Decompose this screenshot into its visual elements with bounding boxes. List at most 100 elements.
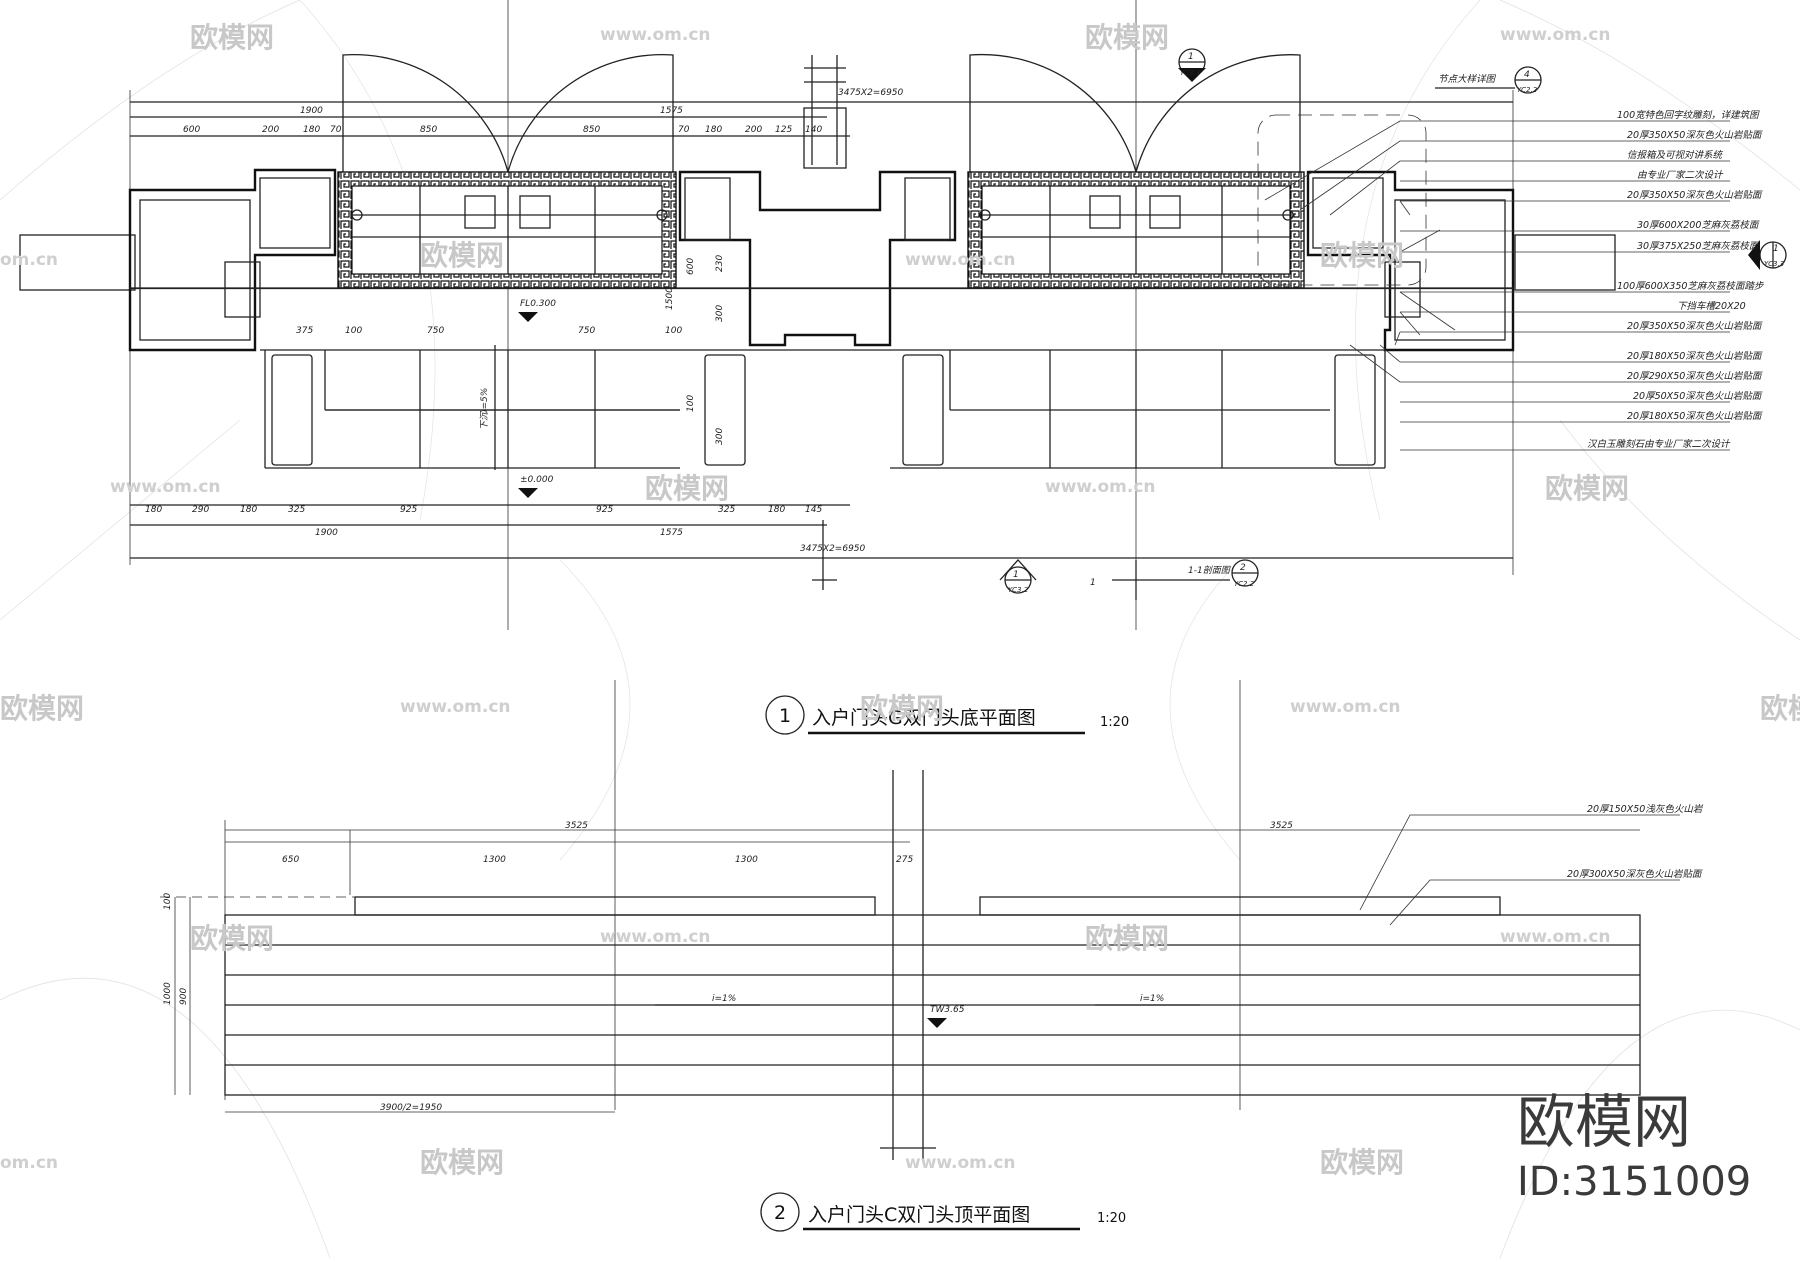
wm-brand-6: 欧模网 [1545, 472, 1629, 505]
level-lower: ±0.000 [520, 475, 554, 485]
bottom-detail-dim-4: 925 [400, 505, 417, 515]
annotation-5: 30厚600X200芝麻灰荔枝面 [1637, 219, 1760, 231]
upper-row-dim-3: 750 [578, 326, 595, 336]
top-detail-dim-2: 180 [303, 125, 320, 135]
d2-side-dim-2: 900 [179, 988, 189, 1005]
slope-label: 下沉i=5% [479, 388, 490, 430]
side-dim-4: 100 [686, 395, 696, 412]
drawing-1-scale: 1:20 [1100, 715, 1129, 730]
annotation-13: 20厚180X50深灰色火山岩贴面 [1627, 410, 1763, 422]
top-detail-dim-1: 200 [262, 125, 279, 135]
annotation-12: 20厚50X50深灰色火山岩贴面 [1633, 390, 1763, 402]
wm-brand-12: 欧模网 [420, 1146, 504, 1179]
dim-half-bottom-right: 1575 [660, 528, 683, 538]
bottom-detail-dim-3: 325 [288, 505, 305, 515]
wm-url-12: www.om.cn [905, 1153, 1016, 1173]
drawing-1-number: 1 [779, 705, 791, 727]
bottom-detail-dim-0: 180 [145, 505, 162, 515]
top-detail-dim-7: 180 [705, 125, 722, 135]
wm-url-5: www.om.cn [110, 477, 221, 497]
bottom-detail-dim-6: 325 [718, 505, 735, 515]
upper-row-dim-2: 750 [427, 326, 444, 336]
upper-row-dim-1: 100 [345, 326, 362, 336]
upper-row-dim-4: 100 [665, 326, 682, 336]
d2-side-dim-3: 1000 [163, 982, 173, 1005]
dim-half-top-left: 1900 [300, 106, 323, 116]
d2-dim-total-left: 3525 [565, 821, 588, 831]
top-detail-dim-4: 850 [420, 125, 437, 135]
ref-left-sheet: YC3.2 [1008, 586, 1029, 594]
ref-mid-number: 1 [1090, 578, 1096, 588]
wm-brand-9: 欧模网 [1760, 692, 1800, 725]
d2-detail-dim-3: 275 [896, 855, 913, 865]
annotation-14: 汉白玉雕刻石由专业厂家二次设计 [1587, 438, 1731, 450]
bottom-detail-dim-1: 290 [192, 505, 209, 515]
wm-url-1: www.om.cn [600, 25, 711, 45]
ref-mid-label: 1-1剖面图 [1188, 565, 1232, 576]
wm-brand-1: 欧模网 [190, 21, 274, 54]
node-sheet: YC2.2 [1517, 86, 1538, 94]
ref-side-sheet: YC3.3 [1764, 260, 1784, 268]
d2-detail-dim-0: 650 [282, 855, 299, 865]
side-dim-0: 600 [686, 258, 696, 275]
annotation-2: 信报箱及可视对讲系统 [1627, 149, 1724, 161]
wm-url-3: om.cn [0, 250, 58, 270]
node-label: 节点大样详图 [1438, 73, 1497, 85]
wm-brand-8: 欧模网 [860, 692, 944, 725]
d2-detail-dim-1: 1300 [483, 855, 506, 865]
ref-left-number: 1 [1013, 570, 1019, 580]
top-detail-dim-10: 140 [805, 125, 822, 135]
ref-right-sheet: YC2.2 [1234, 580, 1255, 588]
annotation-leaders [1264, 120, 1730, 451]
ref-top-number: 1 [1188, 52, 1194, 62]
upper-row-dims: 375 100 750 750 100 [296, 326, 682, 336]
ref-right-number: 2 [1240, 563, 1246, 573]
wm-brand-4: 欧模网 [1320, 239, 1404, 272]
drawing-1-base-plan [19, 0, 1787, 630]
wm-url-10: www.om.cn [1500, 927, 1611, 947]
dim-total-bottom: 3475X2=6950 [800, 544, 866, 554]
top-detail-dim-3: 70 [330, 125, 342, 135]
bottom-detail-dim-7: 180 [768, 505, 785, 515]
side-dim-1: 230 [715, 255, 725, 272]
d2-slope-left: i=1% [712, 994, 736, 1004]
annotation-0: 100宽特色回字纹雕刻，详建筑图 [1617, 109, 1760, 121]
wm-brand-large: 欧模网 [1517, 1088, 1691, 1156]
wm-url-8: www.om.cn [1290, 697, 1401, 717]
level-upper: FL0.300 [520, 299, 556, 309]
annotation-7: 100厚600X350芝麻灰荔枝面踏步 [1617, 280, 1765, 292]
drawing-1-title: 入户门头G双门头底平面图 [812, 707, 1036, 729]
top-detail-dim-9: 125 [775, 125, 792, 135]
watermark-text: 欧模网 www.om.cn 欧模网 www.om.cn om.cn 欧模网 ww… [0, 21, 1800, 1205]
wm-url-2: www.om.cn [1500, 25, 1611, 45]
annotation-8: 下挡车槽20X20 [1677, 300, 1746, 312]
dim-half-top-right: 1575 [660, 106, 683, 116]
wm-url-11: om.cn [0, 1153, 58, 1173]
top-detail-dim-0: 600 [183, 125, 200, 135]
wm-url-4: www.om.cn [905, 250, 1016, 270]
d2-slope-right: i=1% [1140, 994, 1164, 1004]
top-detail-dim-8: 200 [745, 125, 762, 135]
bottom-detail-dim-8: 145 [805, 505, 822, 515]
bottom-detail-dim-2: 180 [240, 505, 257, 515]
annotation-11: 20厚290X50深灰色火山岩贴面 [1627, 370, 1763, 382]
drawing-2-scale: 1:20 [1097, 1211, 1126, 1226]
drawing-2-top-plan [160, 680, 1680, 1160]
d2-annotation-2: 20厚300X50深灰色火山岩贴面 [1567, 868, 1703, 880]
wm-brand-13: 欧模网 [1320, 1146, 1404, 1179]
dim-half-bottom-left: 1900 [315, 528, 338, 538]
annotation-4: 20厚350X50深灰色火山岩贴面 [1627, 189, 1763, 201]
wm-brand-5: 欧模网 [645, 472, 729, 505]
upper-row-dim-0: 375 [296, 326, 313, 336]
top-detail-dim-5: 850 [583, 125, 600, 135]
wm-brand-7: 欧模网 [0, 692, 84, 725]
annotation-6: 30厚375X250芝麻灰荔枝面 [1637, 240, 1760, 252]
drawing-2-number: 2 [774, 1202, 786, 1224]
d2-dim-total-right: 3525 [1270, 821, 1293, 831]
